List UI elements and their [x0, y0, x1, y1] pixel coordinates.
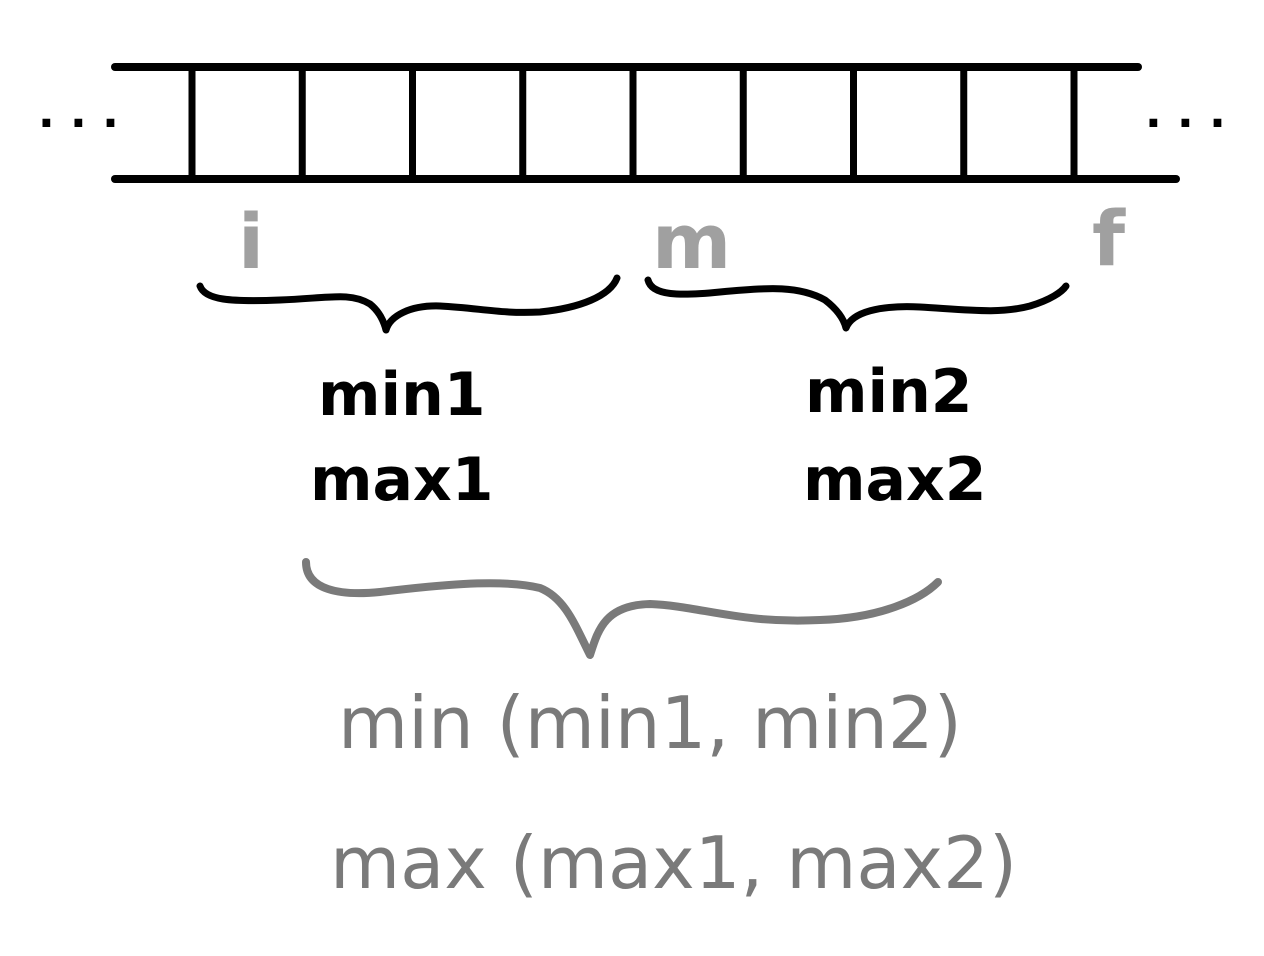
left-ellipsis: · · · [38, 98, 119, 149]
right-half-min-label: min2 [805, 357, 973, 427]
pointer-end-label: f [1092, 194, 1126, 283]
left-half-min-label: min1 [318, 360, 486, 430]
combined-brace [302, 558, 942, 659]
combined-min-expression: min (min1, min2) [338, 681, 962, 765]
right-half-brace [644, 276, 1070, 332]
pointer-start-label: i [238, 197, 264, 286]
pointer-middle-label: m [652, 197, 731, 286]
combined-max-expression: max (max1, max2) [330, 821, 1017, 905]
right-half-max-label: max2 [803, 445, 986, 515]
right-ellipsis: · · · [1145, 98, 1226, 149]
left-half-brace [196, 274, 621, 334]
array-strip [111, 63, 1180, 183]
left-half-max-label: max1 [310, 445, 493, 515]
array-cell-dividers [188, 63, 1078, 183]
